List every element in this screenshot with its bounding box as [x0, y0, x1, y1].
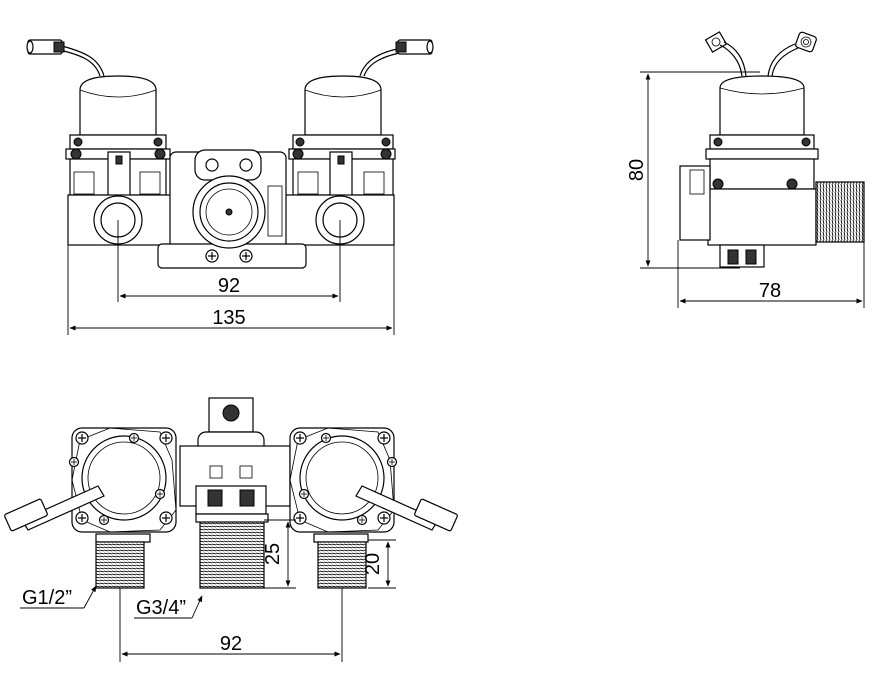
thread-label-g34: G3/4” — [136, 597, 186, 619]
bottom-right-thread — [317, 541, 367, 589]
dim-bottom-92: 92 — [119, 588, 343, 662]
dim-bottom-25: 25 — [262, 519, 296, 589]
thread-label-g12: G1/2” — [22, 587, 72, 609]
front-view: 92 135 — [26, 39, 434, 335]
bottom-left-thread — [95, 541, 145, 589]
dim-label-side-78: 78 — [759, 280, 781, 302]
dim-label-bottom-92: 92 — [220, 633, 242, 655]
bottom-left-connector — [4, 498, 48, 532]
dim-label-front-135: 135 — [212, 307, 245, 329]
dim-side-78: 78 — [677, 240, 865, 308]
bottom-left-valve — [4, 427, 177, 589]
dim-front-135: 135 — [67, 245, 395, 335]
dim-label-bottom-25: 25 — [262, 543, 284, 565]
right-solenoid — [288, 39, 434, 199]
bottom-view: 25 20 G1/2” G3/4” 92 — [4, 397, 458, 662]
dim-label-bottom-20: 20 — [362, 553, 384, 575]
bottom-right-valve — [289, 427, 458, 589]
dim-front-92: 92 — [117, 220, 341, 302]
dim-bottom-20: 20 — [362, 539, 396, 589]
dim-label-front-92: 92 — [218, 275, 240, 297]
left-solenoid — [26, 39, 171, 199]
thread-label-center: G3/4” — [134, 595, 203, 619]
bottom-right-connector — [414, 498, 458, 532]
dim-label-side-80: 80 — [626, 159, 648, 181]
dim-side-80: 80 — [626, 71, 760, 269]
side-thread — [815, 181, 865, 243]
bottom-center-thread — [199, 519, 265, 589]
side-view: 80 78 — [626, 31, 865, 308]
thread-label-side: G1/2” — [20, 585, 97, 609]
